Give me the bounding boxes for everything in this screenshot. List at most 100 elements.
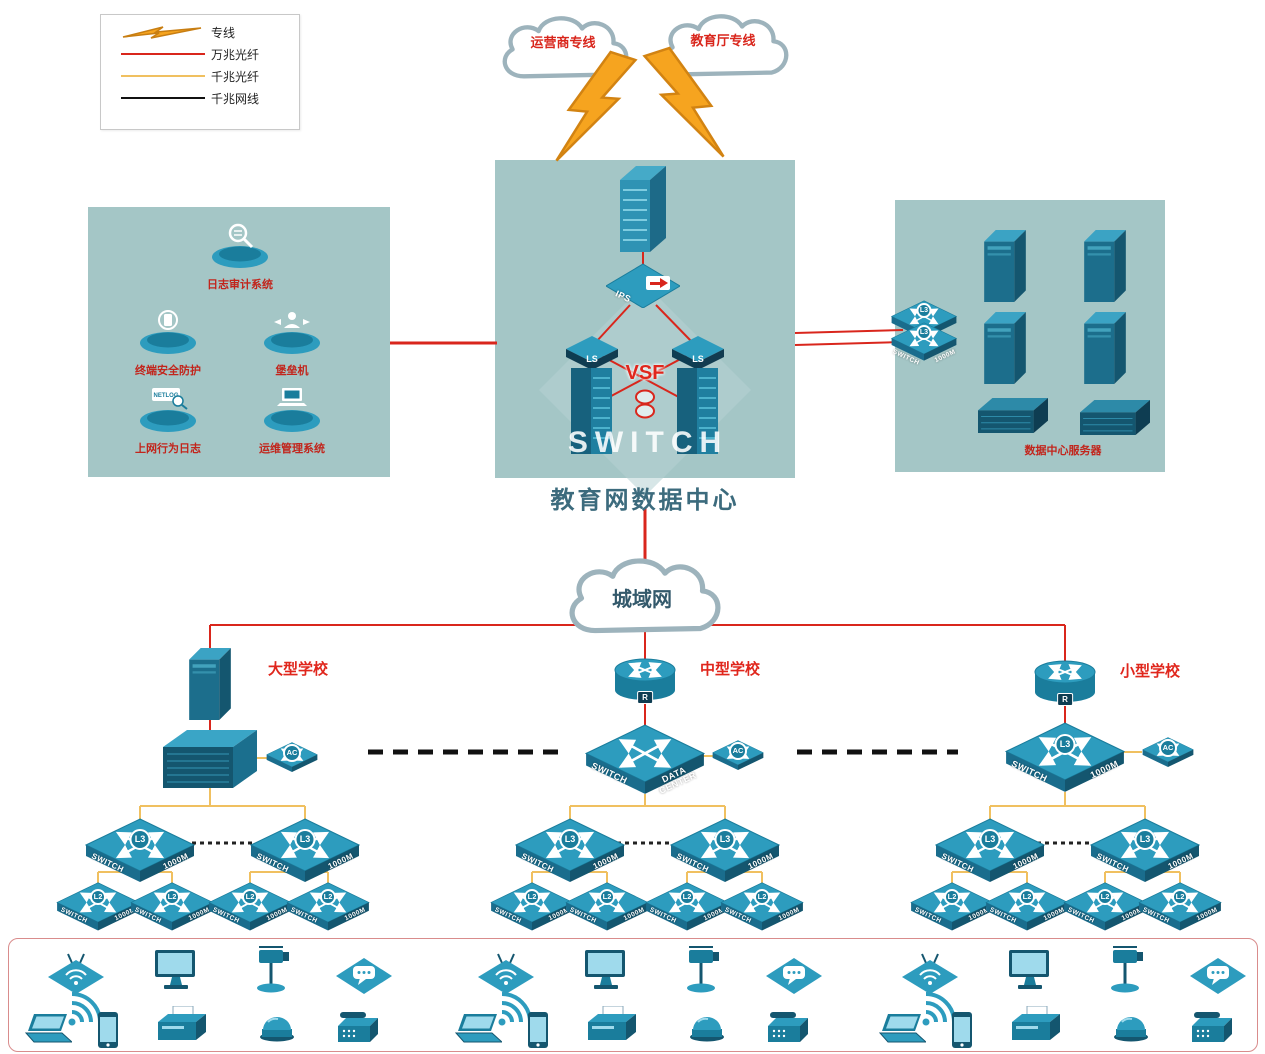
laptop-icon: [22, 1014, 72, 1046]
school-server-icon: [189, 648, 231, 720]
dedicated-line-lightning-icon: [555, 50, 638, 162]
l2-switch: L2 SWITCH 1000M: [56, 882, 140, 932]
ac-controller: AC: [266, 742, 318, 773]
security-item-log-audit: 日志审计系统: [185, 222, 295, 292]
l2-switch: L2 SWITCH 1000M: [490, 882, 574, 932]
edu-cloud: 教育厅专线: [643, 3, 803, 83]
chat-device-icon: [1190, 954, 1246, 996]
l2-badge: L2: [1097, 888, 1113, 905]
desk-phone-icon: [1188, 1012, 1234, 1046]
rack-server-icon: [1080, 400, 1150, 435]
l3-badge: L3: [129, 828, 151, 850]
ac-controller: AC: [1142, 737, 1194, 768]
l2-switch: L2 SWITCH 1000M: [208, 882, 292, 932]
server-icon: [984, 312, 1026, 384]
l3-badge: L3: [559, 828, 581, 850]
legend: 专线 万兆光纤 千兆光纤 千兆网线: [100, 14, 300, 130]
isp-cloud: 运营商专线: [483, 5, 643, 85]
security-item-label: 终端安全防护: [135, 365, 201, 377]
dome-camera-icon: [1112, 1012, 1150, 1042]
red-line-swatch: [115, 53, 211, 55]
core-l3-switch: L3 SWITCH 1000M: [1005, 722, 1125, 794]
legend-item: 万兆光纤: [101, 43, 299, 65]
desk-phone-icon: [334, 1012, 380, 1046]
dome-camera-icon: [688, 1012, 726, 1042]
l2-badge: L2: [524, 888, 540, 905]
vsf-link-rings-icon: [635, 389, 655, 419]
yellow-line-swatch: [115, 75, 211, 77]
core-switch-tower: LS: [672, 336, 724, 458]
legend-item-label: 专线: [211, 25, 236, 40]
l3-badge: L3: [1134, 828, 1156, 850]
school-label-medium: 中型学校: [700, 661, 761, 678]
l2-badge: L2: [1019, 888, 1035, 905]
core-switch-badge: LS: [586, 354, 598, 364]
l2-switch: L2 SWITCH 1000M: [286, 882, 370, 932]
l3-switch: L3 SWITCH 1000M: [670, 818, 780, 884]
ac-badge: AC: [283, 744, 301, 763]
l3-badge: L3: [1054, 733, 1076, 755]
ops-management-icon: [264, 388, 320, 432]
datacenter-title: 教育网数据中心: [550, 488, 740, 514]
l2-switch: L2 SWITCH 1000M: [130, 882, 214, 932]
l3-switch: L3 SWITCH 1000M: [85, 818, 195, 884]
security-item-endpoint-protection: 终端安全防护: [113, 308, 223, 378]
ptz-camera-icon: [1105, 944, 1147, 994]
legend-item: 专线: [101, 21, 299, 43]
router-badge: R: [637, 691, 653, 704]
desktop-monitor-icon: [153, 950, 199, 992]
edu-cloud-label: 教育厅专线: [690, 33, 756, 49]
l2-badge: L2: [599, 888, 615, 905]
laptop-icon: [452, 1014, 502, 1046]
l2-badge: L2: [164, 888, 180, 905]
security-item-netlog: NETLOG 上网行为日志: [113, 386, 223, 456]
school-router: R: [613, 656, 677, 704]
endpoint-devices-panel: [8, 938, 1258, 1052]
printer-icon: [1012, 1006, 1062, 1044]
svg-text:NETLOG: NETLOG: [154, 393, 179, 399]
router-badge: R: [1057, 693, 1073, 706]
l2-badge: L2: [320, 888, 336, 905]
server-zone-label: 数据中心服务器: [1024, 445, 1102, 457]
l3-badge: L3: [916, 325, 932, 340]
smartphone-icon: [528, 1012, 548, 1048]
l2-badge: L2: [90, 888, 106, 905]
bastion-host-icon: [264, 312, 320, 354]
security-item-ops-management: 运维管理系统: [237, 386, 347, 456]
metro-cloud-label: 城域网: [612, 589, 672, 612]
school-router: R: [1033, 658, 1097, 706]
smartphone-icon: [952, 1012, 972, 1048]
l3-switch: L3 SWITCH 1000M: [515, 818, 625, 884]
ptz-camera-icon: [681, 944, 723, 994]
rack-server-icon: [978, 398, 1048, 433]
firewall-device: [620, 166, 666, 252]
l2-switch: L2 SWITCH 1000M: [910, 882, 994, 932]
l2-switch: L2 SWITCH 1000M: [1138, 882, 1222, 932]
netlog-icon: NETLOG: [140, 388, 196, 432]
l2-badge: L2: [754, 888, 770, 905]
l2-switch: L2 SWITCH 1000M: [985, 882, 1069, 932]
l3-badge: L3: [916, 303, 932, 318]
school-label-small: 小型学校: [1120, 663, 1181, 680]
l3-switch: L3 SWITCH 1000M: [935, 818, 1045, 884]
security-item-label: 运维管理系统: [259, 443, 325, 455]
l2-badge: L2: [242, 888, 258, 905]
l2-badge: L2: [679, 888, 695, 905]
security-item-label: 上网行为日志: [135, 443, 201, 455]
l3-switch: L3 SWITCH 1000M: [250, 818, 360, 884]
legend-item-label: 千兆光纤: [211, 69, 260, 84]
l2-switch: L2 SWITCH 1000M: [1063, 882, 1147, 932]
school-label-large: 大型学校: [268, 661, 329, 678]
printer-icon: [158, 1006, 208, 1044]
datacenter-core-switch: SWITCH DATA CENTER: [585, 724, 705, 796]
vsf-label: VSF: [625, 362, 665, 384]
core-chassis-switch: [163, 730, 257, 788]
core-switch-badge: LS: [692, 354, 704, 364]
log-audit-icon: [212, 223, 268, 268]
desktop-monitor-icon: [583, 950, 629, 992]
l2-switch: L2 SWITCH 1000M: [645, 882, 729, 932]
legend-item: 千兆光纤: [101, 65, 299, 87]
ac-badge: AC: [1159, 739, 1177, 758]
l3-switch: L3 SWITCH 1000M: [1090, 818, 1200, 884]
